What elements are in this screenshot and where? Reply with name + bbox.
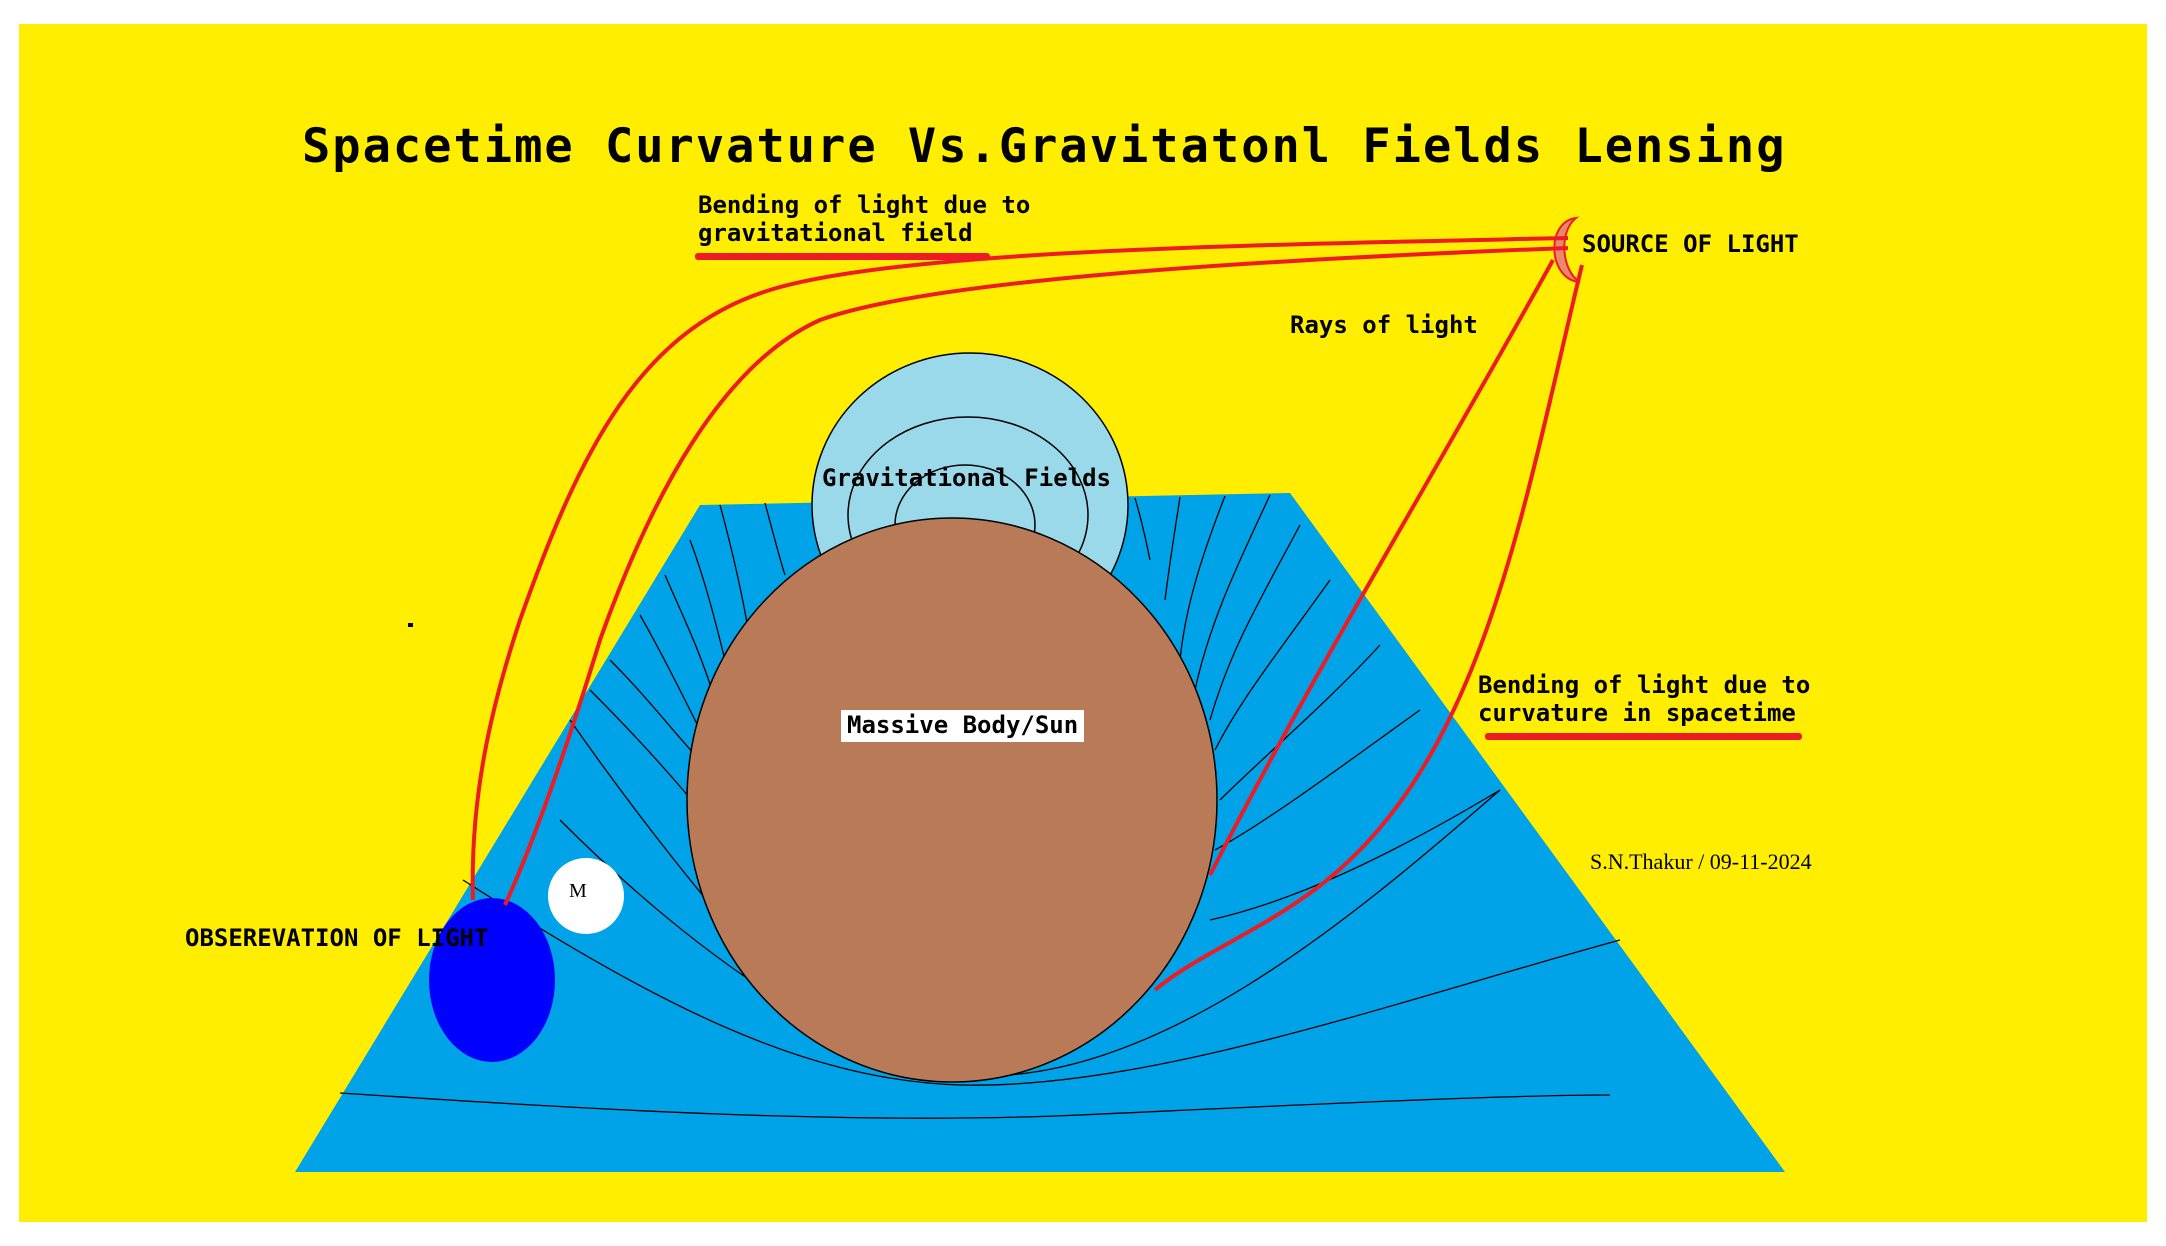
label-bending-field-line1: Bending of light due to	[698, 191, 1031, 219]
label-author-date: S.N.Thakur / 09-11-2024	[1590, 849, 1812, 874]
label-source-of-light: SOURCE OF LIGHT	[1582, 230, 1799, 258]
stray-dot	[408, 623, 413, 627]
diagram-title: Spacetime Curvature Vs.Gravitatonl Field…	[302, 119, 1787, 174]
label-bending-curvature-line2: curvature in spacetime	[1478, 699, 1796, 727]
light-rays-curvature	[1153, 259, 1584, 992]
label-moon: M	[569, 880, 587, 902]
label-massive-body: Massive Body/Sun	[841, 710, 1085, 742]
observer-body	[429, 898, 555, 1062]
massive-body	[686, 517, 1218, 1083]
moon	[548, 858, 624, 934]
label-gravitational-fields: Gravitational Fields	[822, 464, 1111, 492]
label-observation-of-light: OBSEREVATION OF LIGHT	[185, 924, 489, 952]
underline-field-bending	[695, 253, 990, 260]
underline-curvature-bending	[1485, 733, 1802, 740]
light-rays-field	[470, 236, 1569, 906]
label-bending-curvature-line1: Bending of light due to	[1478, 671, 1811, 699]
label-bending-field-line2: gravitational field	[698, 219, 973, 247]
label-rays-of-light: Rays of light	[1290, 311, 1478, 339]
